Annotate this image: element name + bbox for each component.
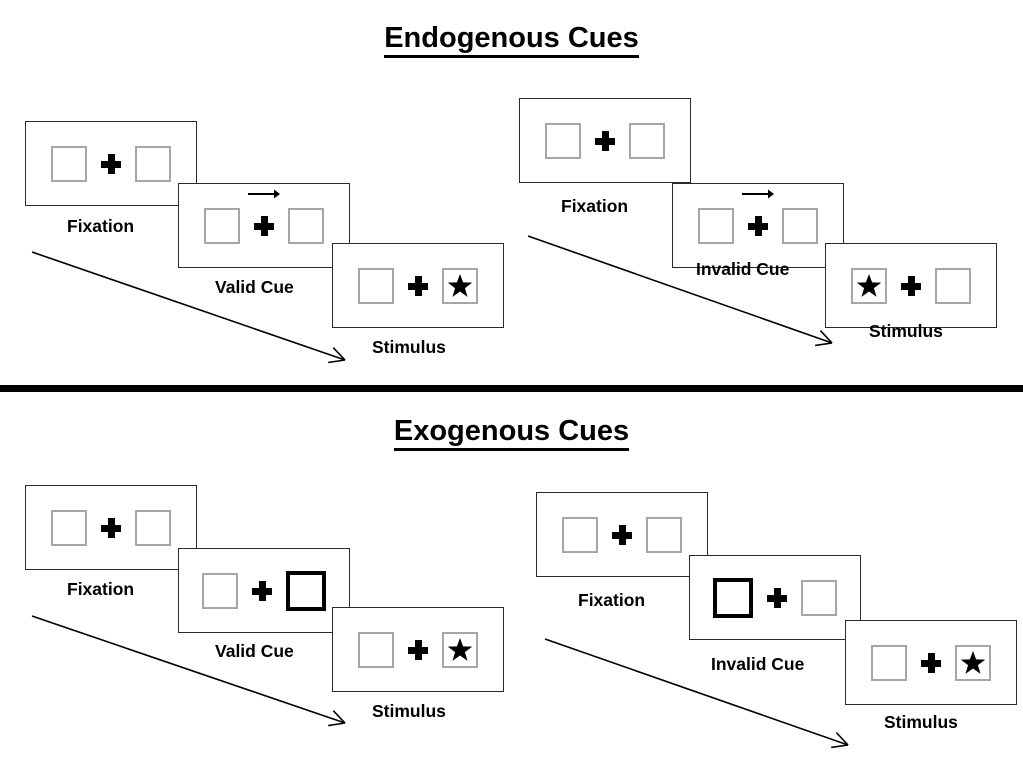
cued-right-stimulus-box bbox=[286, 570, 326, 611]
arrow-right-icon bbox=[248, 189, 280, 198]
panel-caption-invalid-cue: Invalid Cue bbox=[711, 654, 805, 674]
plus-icon bbox=[595, 130, 615, 151]
section-title-exogenous-text: Exogenous Cues bbox=[393, 415, 630, 451]
left-stimulus-box bbox=[202, 572, 238, 609]
trial-frame-content bbox=[204, 189, 324, 244]
plus-icon bbox=[101, 153, 121, 174]
plus-icon bbox=[408, 639, 428, 660]
panel-caption-fixation: Fixation bbox=[561, 196, 629, 216]
right-stimulus-box bbox=[442, 267, 478, 304]
plus-icon bbox=[252, 580, 272, 601]
right-stimulus-box bbox=[288, 207, 324, 244]
trial-frame-endogenous-valid-valid-cue bbox=[178, 183, 350, 268]
panel-caption-stimulus: Stimulus bbox=[869, 321, 943, 341]
arrow-right-icon bbox=[742, 189, 774, 198]
trial-frame-endogenous-invalid-invalid-cue bbox=[672, 183, 844, 268]
left-stimulus-box bbox=[51, 509, 87, 546]
left-stimulus-box bbox=[562, 516, 598, 553]
trial-frame-exogenous-valid-valid-cue bbox=[178, 548, 350, 633]
right-stimulus-box bbox=[629, 122, 665, 159]
section-title-exogenous: Exogenous Cues bbox=[0, 415, 1023, 451]
trial-frame-content bbox=[202, 570, 326, 611]
trial-frame-exogenous-valid-fixation bbox=[25, 485, 197, 570]
trial-frame-content bbox=[562, 516, 682, 553]
panel-caption-fixation: Fixation bbox=[578, 590, 646, 610]
left-stimulus-box bbox=[851, 267, 887, 304]
plus-icon bbox=[254, 215, 274, 236]
trial-frame-content bbox=[545, 122, 665, 159]
trial-frame-endogenous-valid-stimulus bbox=[332, 243, 504, 328]
trial-frame-content bbox=[698, 189, 818, 244]
right-stimulus-box bbox=[442, 631, 478, 668]
right-stimulus-box bbox=[135, 145, 171, 182]
panel-caption-valid-cue: Valid Cue bbox=[215, 641, 294, 661]
plus-icon bbox=[612, 524, 632, 545]
trial-frame-content bbox=[851, 267, 971, 304]
plus-icon bbox=[767, 587, 787, 608]
trial-frame-exogenous-invalid-fixation bbox=[536, 492, 708, 577]
left-stimulus-box bbox=[358, 631, 394, 668]
panel-caption-stimulus: Stimulus bbox=[884, 712, 958, 732]
right-stimulus-box bbox=[801, 579, 837, 616]
panel-caption-valid-cue: Valid Cue bbox=[215, 277, 294, 297]
left-stimulus-box bbox=[871, 644, 907, 681]
right-stimulus-box bbox=[135, 509, 171, 546]
right-stimulus-box bbox=[955, 644, 991, 681]
panel-caption-invalid-cue: Invalid Cue bbox=[696, 259, 790, 279]
trial-frame-endogenous-valid-fixation bbox=[25, 121, 197, 206]
left-stimulus-box bbox=[204, 207, 240, 244]
trial-frame-exogenous-valid-stimulus bbox=[332, 607, 504, 692]
panel-caption-fixation: Fixation bbox=[67, 216, 135, 236]
plus-icon bbox=[921, 652, 941, 673]
star-icon bbox=[447, 273, 473, 297]
right-stimulus-box bbox=[782, 207, 818, 244]
trial-frame-content bbox=[358, 631, 478, 668]
section-title-endogenous-text: Endogenous Cues bbox=[384, 22, 639, 58]
trial-frame-content bbox=[51, 509, 171, 546]
star-icon bbox=[960, 650, 986, 674]
plus-icon bbox=[748, 215, 768, 236]
trial-frame-content bbox=[713, 577, 837, 618]
panel-caption-stimulus: Stimulus bbox=[372, 337, 446, 357]
trial-frame-exogenous-invalid-stimulus bbox=[845, 620, 1017, 705]
left-stimulus-box bbox=[51, 145, 87, 182]
left-stimulus-box bbox=[545, 122, 581, 159]
panel-caption-fixation: Fixation bbox=[67, 579, 135, 599]
trial-frame-content bbox=[871, 644, 991, 681]
plus-icon bbox=[408, 275, 428, 296]
trial-frame-content bbox=[358, 267, 478, 304]
star-icon bbox=[447, 637, 473, 661]
endogenous-valid-timeline bbox=[31, 251, 346, 364]
trial-frame-content bbox=[51, 145, 171, 182]
section-divider bbox=[0, 385, 1023, 392]
cued-left-stimulus-box bbox=[713, 577, 753, 618]
plus-icon bbox=[101, 517, 121, 538]
left-stimulus-box bbox=[698, 207, 734, 244]
trial-frame-exogenous-invalid-invalid-cue bbox=[689, 555, 861, 640]
panel-caption-stimulus: Stimulus bbox=[372, 701, 446, 721]
plus-icon bbox=[901, 275, 921, 296]
right-stimulus-box bbox=[935, 267, 971, 304]
trial-frame-endogenous-invalid-fixation bbox=[519, 98, 691, 183]
star-icon bbox=[856, 273, 882, 297]
section-title-endogenous: Endogenous Cues bbox=[0, 22, 1023, 58]
left-stimulus-box bbox=[358, 267, 394, 304]
right-stimulus-box bbox=[646, 516, 682, 553]
trial-frame-endogenous-invalid-stimulus bbox=[825, 243, 997, 328]
